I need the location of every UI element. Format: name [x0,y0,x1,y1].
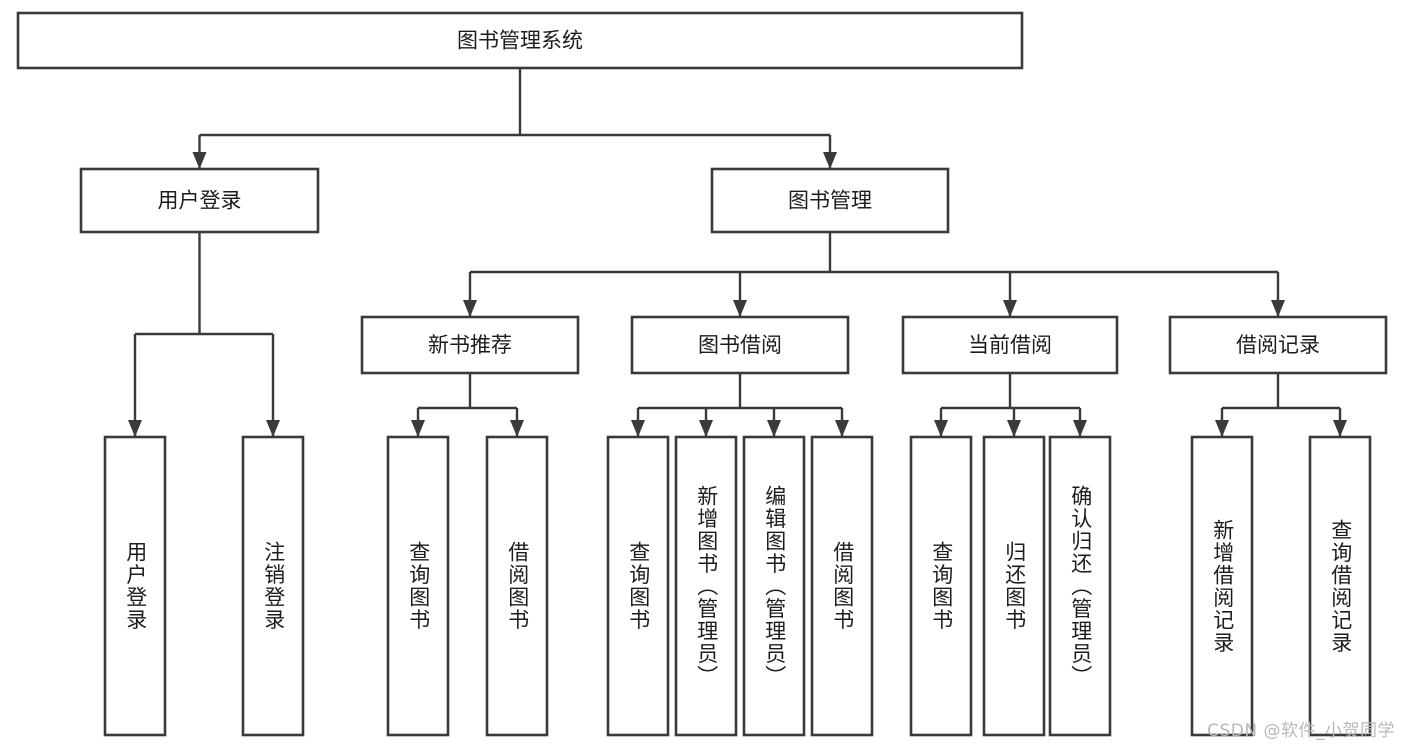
edge-current-arrow-0 [934,420,948,437]
leaf-box-0[interactable] [103,435,167,737]
leaf-box-6[interactable] [742,435,806,737]
edge-records-arrow-1 [1333,420,1347,437]
node-label-level2-0: 用户登录 [158,189,242,213]
node-label-level3-3: 借阅记录 [1236,333,1320,357]
leaf-box-7[interactable] [810,435,874,737]
node-box-level3-1[interactable] [630,315,850,375]
csdn-watermark: CSDN @软件_小贺同学 [1207,721,1395,741]
edge-books-arrow-3 [1271,300,1285,317]
edge-newbooks-arrow-0 [411,420,425,437]
node-box-level3-0[interactable] [360,315,580,375]
leaf-box-10[interactable] [1048,435,1112,737]
edge-current-arrow-2 [1073,420,1087,437]
node-box-level3-3[interactable] [1168,315,1388,375]
node-box-level2-1[interactable] [710,167,950,234]
boxes-layer [16,11,1388,737]
edge-borrow-arrow-1 [699,420,713,437]
edge-borrow-arrow-0 [631,420,645,437]
node-label-level3-0: 新书推荐 [428,333,512,357]
leaf-box-2[interactable] [386,435,450,737]
connectors-layer [128,68,1347,437]
node-box-level2-0[interactable] [79,167,320,234]
leaf-box-9[interactable] [982,435,1046,737]
node-box-level3-2[interactable] [901,315,1119,375]
leaf-box-12[interactable] [1308,435,1372,737]
edge-login-arrow-0 [128,420,142,437]
node-box-root[interactable] [16,11,1024,70]
leaf-box-11[interactable] [1190,435,1254,737]
edge-books-arrow-0 [463,300,477,317]
leaf-box-3[interactable] [485,435,549,737]
node-label-level3-1: 图书借阅 [698,333,782,357]
edge-books-arrow-1 [733,300,747,317]
leaf-box-5[interactable] [674,435,738,737]
node-label-root: 图书管理系统 [457,29,583,53]
edge-root-arrow-1 [823,152,837,169]
edge-root-arrow-0 [192,152,207,169]
edge-records-arrow-0 [1215,420,1229,437]
edge-borrow-arrow-3 [835,420,849,437]
leaf-box-1[interactable] [241,435,305,737]
node-label-level2-1: 图书管理 [788,189,872,213]
leaf-box-4[interactable] [606,435,670,737]
leaf-box-8[interactable] [909,435,973,737]
node-label-level3-2: 当前借阅 [968,333,1052,357]
edge-newbooks-arrow-1 [510,420,524,437]
edge-current-arrow-1 [1007,420,1021,437]
edge-login-arrow-1 [266,420,280,437]
edge-books-arrow-2 [1003,300,1017,317]
edge-borrow-arrow-2 [767,420,781,437]
